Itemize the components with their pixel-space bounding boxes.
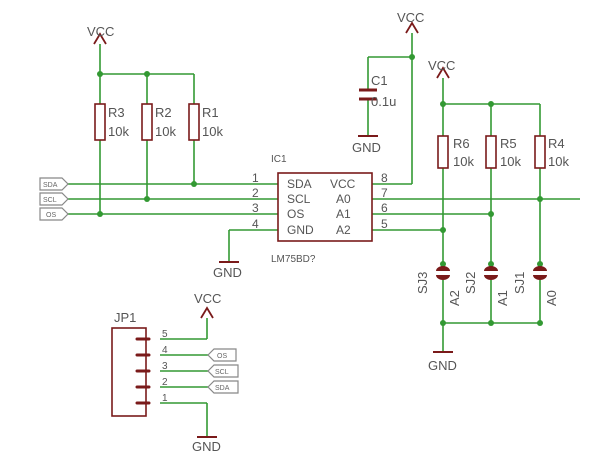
net-label-os: OS bbox=[39, 207, 69, 221]
svg-text:1: 1 bbox=[162, 393, 168, 404]
svg-text:R6: R6 bbox=[453, 136, 470, 151]
svg-text:6: 6 bbox=[381, 201, 388, 215]
resistor-r6: R6 10k bbox=[437, 135, 474, 169]
solder-jumper-sj3: SJ3 A2 bbox=[415, 266, 462, 306]
svg-text:5: 5 bbox=[162, 329, 168, 340]
gnd-label-c1: GND bbox=[352, 140, 381, 155]
svg-text:A0: A0 bbox=[336, 192, 351, 206]
svg-text:SDA: SDA bbox=[43, 182, 58, 189]
solder-jumper-sj2: SJ2 A1 bbox=[463, 266, 510, 306]
svg-text:A0: A0 bbox=[544, 290, 559, 306]
svg-text:SDA: SDA bbox=[287, 177, 312, 191]
net-label-scl: SCL bbox=[39, 192, 69, 206]
ic-ref: IC1 bbox=[271, 154, 287, 165]
svg-text:10k: 10k bbox=[500, 154, 521, 169]
svg-text:SCL: SCL bbox=[287, 192, 311, 206]
svg-text:VCC: VCC bbox=[397, 10, 424, 25]
svg-text:3: 3 bbox=[162, 361, 168, 372]
net-label-jp1-sda: SDA bbox=[207, 380, 239, 394]
svg-text:A1: A1 bbox=[495, 290, 510, 306]
svg-text:8: 8 bbox=[381, 171, 388, 185]
svg-text:R4: R4 bbox=[548, 136, 565, 151]
svg-text:GND: GND bbox=[287, 223, 314, 237]
svg-text:4: 4 bbox=[252, 217, 259, 231]
svg-text:SDA: SDA bbox=[215, 385, 230, 392]
svg-text:OS: OS bbox=[46, 212, 56, 219]
svg-text:R5: R5 bbox=[500, 136, 517, 151]
svg-text:4: 4 bbox=[162, 345, 168, 356]
svg-text:A1: A1 bbox=[336, 207, 351, 221]
net-label-jp1-os: OS bbox=[207, 348, 237, 362]
svg-text:OS: OS bbox=[217, 353, 227, 360]
svg-text:R2: R2 bbox=[155, 105, 172, 120]
svg-text:10k: 10k bbox=[202, 124, 223, 139]
net-label-jp1-scl: SCL bbox=[207, 364, 239, 378]
wires bbox=[68, 33, 580, 437]
svg-text:SCL: SCL bbox=[43, 197, 57, 204]
svg-text:OS: OS bbox=[287, 207, 304, 221]
svg-text:A2: A2 bbox=[336, 223, 351, 237]
svg-text:VCC: VCC bbox=[87, 24, 114, 39]
resistor-r4: R4 10k bbox=[534, 135, 569, 169]
svg-text:5: 5 bbox=[381, 217, 388, 231]
svg-text:SJ2: SJ2 bbox=[463, 272, 478, 294]
svg-text:SCL: SCL bbox=[215, 369, 229, 376]
svg-text:10k: 10k bbox=[108, 124, 129, 139]
resistor-r3: R3 10k bbox=[94, 103, 129, 141]
resistor-r1: R1 10k bbox=[188, 103, 223, 141]
connector-jp1: JP1 5 4 3 2 1 bbox=[111, 310, 168, 417]
svg-text:SJ1: SJ1 bbox=[512, 272, 527, 294]
svg-text:R1: R1 bbox=[202, 105, 219, 120]
svg-text:A2: A2 bbox=[447, 290, 462, 306]
svg-text:3: 3 bbox=[252, 201, 259, 215]
resistor-r5: R5 10k bbox=[485, 135, 521, 169]
svg-text:0.1u: 0.1u bbox=[371, 94, 396, 109]
capacitor-c1: C1 0.1u bbox=[359, 73, 396, 109]
svg-text:7: 7 bbox=[381, 186, 388, 200]
gnd-label-ic: GND bbox=[213, 265, 242, 280]
vcc-symbol-r-right: VCC bbox=[428, 58, 455, 79]
ic-part: LM75BD? bbox=[271, 254, 316, 265]
connector-ref: JP1 bbox=[114, 310, 136, 325]
svg-text:C1: C1 bbox=[371, 73, 388, 88]
svg-text:VCC: VCC bbox=[428, 58, 455, 73]
svg-text:2: 2 bbox=[252, 186, 259, 200]
ic-lm75: IC1 LM75BD? 1 2 3 4 SDA SCL OS GND 8 7 6… bbox=[252, 154, 388, 265]
svg-text:VCC: VCC bbox=[330, 177, 356, 191]
vcc-symbol-jp1: VCC bbox=[194, 291, 221, 319]
svg-text:R3: R3 bbox=[108, 105, 125, 120]
gnd-label-jumpers: GND bbox=[428, 358, 457, 373]
net-label-sda: SDA bbox=[39, 177, 69, 191]
solder-jumper-sj1: SJ1 A0 bbox=[512, 266, 559, 306]
junctions bbox=[97, 54, 543, 326]
svg-text:VCC: VCC bbox=[194, 291, 221, 306]
vcc-symbol-r-left: VCC bbox=[87, 24, 114, 45]
gnd-symbols bbox=[197, 135, 453, 438]
svg-text:10k: 10k bbox=[155, 124, 176, 139]
svg-text:2: 2 bbox=[162, 377, 168, 388]
svg-text:10k: 10k bbox=[548, 154, 569, 169]
resistor-r2: R2 10k bbox=[141, 103, 176, 141]
vcc-symbol-pin8: VCC bbox=[397, 10, 424, 34]
svg-text:10k: 10k bbox=[453, 154, 474, 169]
svg-text:SJ3: SJ3 bbox=[415, 272, 430, 294]
svg-text:1: 1 bbox=[252, 171, 259, 185]
gnd-label-jp1: GND bbox=[192, 439, 221, 454]
